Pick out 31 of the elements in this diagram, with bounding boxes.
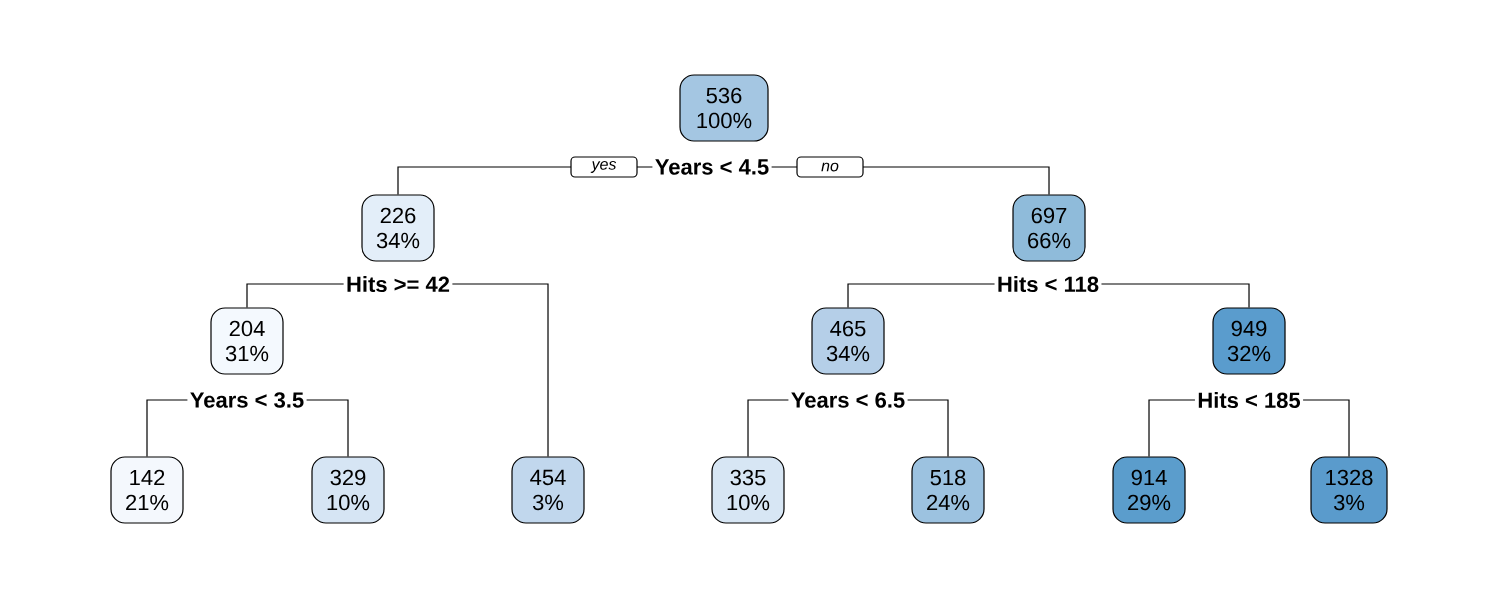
connector-line — [306, 399, 349, 457]
connector-line — [1100, 283, 1250, 308]
split-label: Hits < 118 — [998, 275, 1099, 293]
leaf-box: 142 21% — [110, 456, 184, 524]
leaf-box: 1328 3% — [1310, 456, 1388, 524]
leaf-box: 329 10% — [311, 456, 385, 524]
leaf-box: 914 29% — [1112, 456, 1186, 524]
edge-label: no — [796, 156, 864, 178]
leaf-box: 204 31% — [210, 307, 284, 375]
leaf-box: 536 100% — [679, 74, 769, 142]
connector-line — [907, 399, 949, 457]
connector-line — [747, 399, 789, 457]
connector-line — [246, 283, 345, 308]
split-label: Hits >= 42 — [347, 275, 450, 293]
split-label: Years < 6.5 — [791, 392, 905, 408]
connector-line — [847, 283, 996, 308]
leaf-box: 226 34% — [361, 194, 435, 262]
connector-line — [1148, 399, 1196, 457]
split-label: Years < 3.5 — [190, 392, 304, 408]
connector-line — [1302, 399, 1350, 457]
leaf-box: 518 24% — [911, 456, 985, 524]
leaf-box: 465 34% — [811, 307, 885, 375]
leaf-box: 949 32% — [1212, 307, 1286, 375]
split-label: Hits < 185 — [1198, 391, 1301, 409]
leaf-box: 335 10% — [711, 456, 785, 524]
connector-line — [146, 399, 188, 457]
split-label: Years < 4.5 — [655, 159, 769, 175]
leaf-box: 697 66% — [1012, 194, 1086, 262]
leaf-box: 454 3% — [511, 456, 585, 524]
edge-label: yes — [570, 156, 638, 178]
connector-line — [451, 283, 549, 457]
